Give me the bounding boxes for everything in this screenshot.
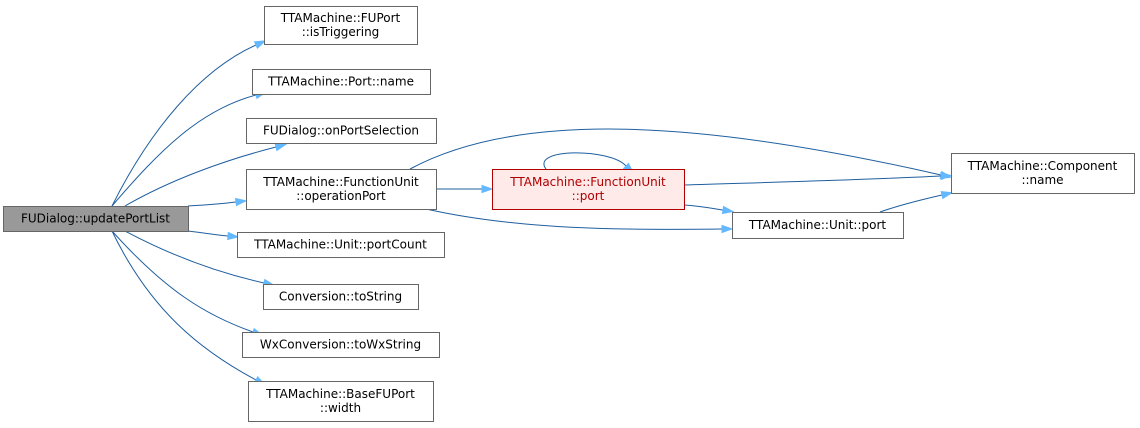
edge-line [111,230,257,381]
edge-line [111,230,254,333]
node-n6[interactable]: Conversion::toString [263,284,419,310]
node-label: ::port [572,189,605,203]
edge-line [425,208,723,230]
node-label: FUDialog::updatePortList [21,212,170,226]
edge-root-to-n5 [187,230,240,241]
node-uport[interactable]: TTAMachine::Unit::port [732,212,904,239]
node-label: TTAMachine::FunctionUnit [509,175,666,189]
edge-line [124,230,265,284]
nodes-layer: FUDialog::updatePortList TTAMachine::FUPo… [3,6,1135,422]
node-label: TTAMachine::BaseFUPort [265,387,415,401]
node-label: ::width [320,401,361,415]
edge-line [683,175,942,186]
node-box [732,212,904,239]
arrow-head-icon [481,184,494,194]
node-root[interactable]: FUDialog::updatePortList [3,206,189,232]
edge-fport-to-uport [683,204,735,215]
node-n3[interactable]: FUDialog::onPortSelection [246,118,437,144]
node-label: Conversion::toString [279,290,402,304]
edge-line [543,152,627,170]
edge-line [683,204,724,211]
edge-line [124,146,277,207]
node-box [263,284,419,310]
node-n4[interactable]: TTAMachine::FunctionUnit::operationPort [246,169,437,210]
node-box [237,232,445,258]
node-label: TTAMachine::FUPort [280,11,401,25]
arrow-head-icon [234,197,248,207]
edge-line [187,201,237,207]
edge-root-to-n4 [187,197,248,207]
edge-n4-to-uport [425,208,734,234]
arrow-head-icon [274,143,288,152]
node-fport[interactable]: TTAMachine::FunctionUnit::port [492,169,685,210]
edge-line [111,94,257,207]
node-box [242,332,440,358]
arrow-head-icon [940,191,954,200]
node-box [492,169,685,210]
node-comp[interactable]: TTAMachine::Component::name [951,153,1135,194]
node-n8[interactable]: TTAMachine::BaseFUPort::width [248,381,434,422]
node-box [248,381,434,422]
arrow-head-icon [721,224,734,234]
node-box [264,6,418,45]
node-box [951,153,1135,194]
arrow-head-icon [253,40,267,50]
node-label: ::operationPort [296,189,386,203]
node-label: ::name [1021,173,1063,187]
edge-uport-to-comp [879,191,954,213]
edge-root-to-n2 [111,91,268,207]
edge-root-to-n1 [111,40,267,207]
edge-line [111,44,257,207]
node-label: TTAMachine::Port::name [267,75,414,89]
arrow-head-icon [721,205,735,215]
node-label: TTAMachine::FunctionUnit [262,175,419,189]
node-label: TTAMachine::Component [967,159,1118,173]
node-box [3,206,189,232]
edge-line [409,128,942,176]
edge-line [879,194,943,213]
node-box [246,118,437,144]
node-n7[interactable]: WxConversion::toWxString [242,332,440,358]
edge-fport-to-comp [683,171,953,186]
node-n1[interactable]: TTAMachine::FUPort::isTriggering [264,6,418,45]
node-label: TTAMachine::Unit::portCount [253,238,427,252]
node-box [252,69,431,95]
node-label: WxConversion::toWxString [260,338,421,352]
node-n5[interactable]: TTAMachine::Unit::portCount [237,232,445,258]
node-label: FUDialog::onPortSelection [263,124,419,138]
edge-n4-to-fport [435,184,494,194]
edge-line [187,230,229,237]
arrow-head-icon [940,171,953,181]
node-n2[interactable]: TTAMachine::Port::name [252,69,431,95]
arrow-head-icon [227,231,240,241]
edge-root-to-n3 [124,143,288,207]
node-label: ::isTriggering [302,25,380,39]
node-box [246,169,437,210]
node-label: TTAMachine::Unit::port [748,218,886,232]
